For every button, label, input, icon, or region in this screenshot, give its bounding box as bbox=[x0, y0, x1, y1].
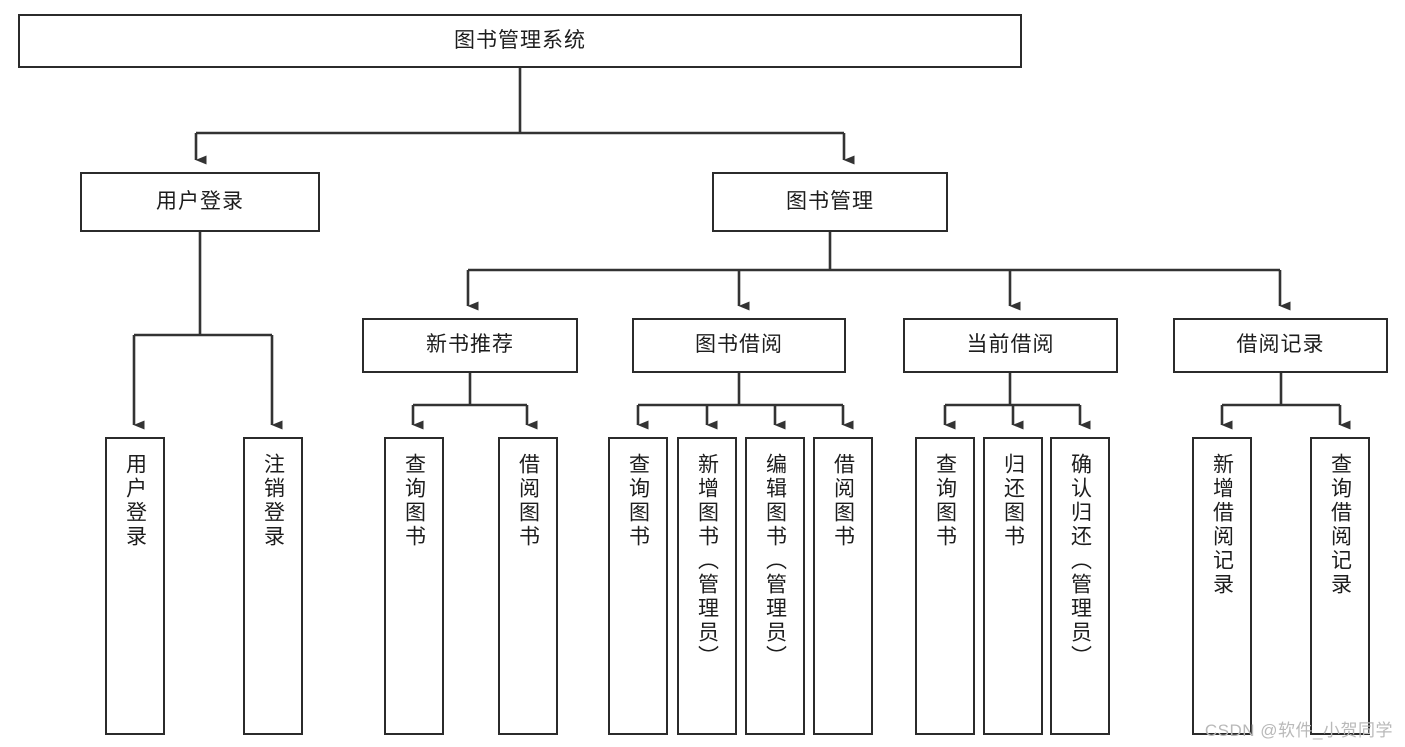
node-borrow-record[interactable]: 借阅记录 bbox=[1173, 318, 1388, 373]
node-leaf-borrow-record-query[interactable]: 查询借阅记录 bbox=[1310, 437, 1370, 735]
node-current-borrow[interactable]: 当前借阅 bbox=[903, 318, 1118, 373]
node-root-library-system[interactable]: 图书管理系统 bbox=[18, 14, 1022, 68]
node-leaf-label: 查询借阅记录 bbox=[1328, 453, 1352, 597]
node-leaf-label: 查询图书 bbox=[402, 453, 426, 549]
node-leaf-book-borrow-borrow[interactable]: 借阅图书 bbox=[813, 437, 873, 735]
node-leaf-label: 编辑图书（管理员） bbox=[763, 453, 787, 669]
node-leaf-current-borrow-return[interactable]: 归还图书 bbox=[983, 437, 1043, 735]
node-leaf-label: 确认归还（管理员） bbox=[1068, 453, 1092, 669]
node-user-login[interactable]: 用户登录 bbox=[80, 172, 320, 232]
node-leaf-book-borrow-edit[interactable]: 编辑图书（管理员） bbox=[745, 437, 805, 735]
node-leaf-borrow-record-add[interactable]: 新增借阅记录 bbox=[1192, 437, 1252, 735]
node-borrow-record-label: 借阅记录 bbox=[1236, 333, 1325, 357]
node-leaf-current-borrow-query[interactable]: 查询图书 bbox=[915, 437, 975, 735]
node-leaf-new-book-query[interactable]: 查询图书 bbox=[384, 437, 444, 735]
node-leaf-label: 查询图书 bbox=[626, 453, 650, 549]
node-leaf-new-book-borrow[interactable]: 借阅图书 bbox=[498, 437, 558, 735]
node-leaf-label: 新增借阅记录 bbox=[1210, 453, 1234, 597]
node-leaf-label: 查询图书 bbox=[933, 453, 957, 549]
node-leaf-label: 借阅图书 bbox=[516, 453, 540, 549]
watermark: CSDN @软件_小贺同学 bbox=[1204, 721, 1393, 740]
node-leaf-label: 归还图书 bbox=[1001, 453, 1025, 549]
node-book-management[interactable]: 图书管理 bbox=[712, 172, 948, 232]
node-new-book-recommend[interactable]: 新书推荐 bbox=[362, 318, 578, 373]
node-leaf-current-borrow-confirm[interactable]: 确认归还（管理员） bbox=[1050, 437, 1110, 735]
node-leaf-user-login-login[interactable]: 用户登录 bbox=[105, 437, 165, 735]
node-leaf-label: 借阅图书 bbox=[831, 453, 855, 549]
node-current-borrow-label: 当前借阅 bbox=[966, 333, 1055, 357]
node-new-book-recommend-label: 新书推荐 bbox=[426, 333, 514, 357]
node-leaf-book-borrow-add[interactable]: 新增图书（管理员） bbox=[677, 437, 737, 735]
node-book-borrow[interactable]: 图书借阅 bbox=[632, 318, 846, 373]
node-leaf-label: 注销登录 bbox=[261, 453, 285, 549]
node-user-login-label: 用户登录 bbox=[156, 189, 244, 213]
node-book-management-label: 图书管理 bbox=[786, 189, 874, 213]
node-leaf-user-login-logout[interactable]: 注销登录 bbox=[243, 437, 303, 735]
node-leaf-label: 新增图书（管理员） bbox=[695, 453, 719, 669]
node-leaf-book-borrow-query[interactable]: 查询图书 bbox=[608, 437, 668, 735]
node-leaf-label: 用户登录 bbox=[123, 453, 147, 549]
node-root-label: 图书管理系统 bbox=[454, 28, 586, 52]
node-book-borrow-label: 图书借阅 bbox=[695, 333, 783, 357]
